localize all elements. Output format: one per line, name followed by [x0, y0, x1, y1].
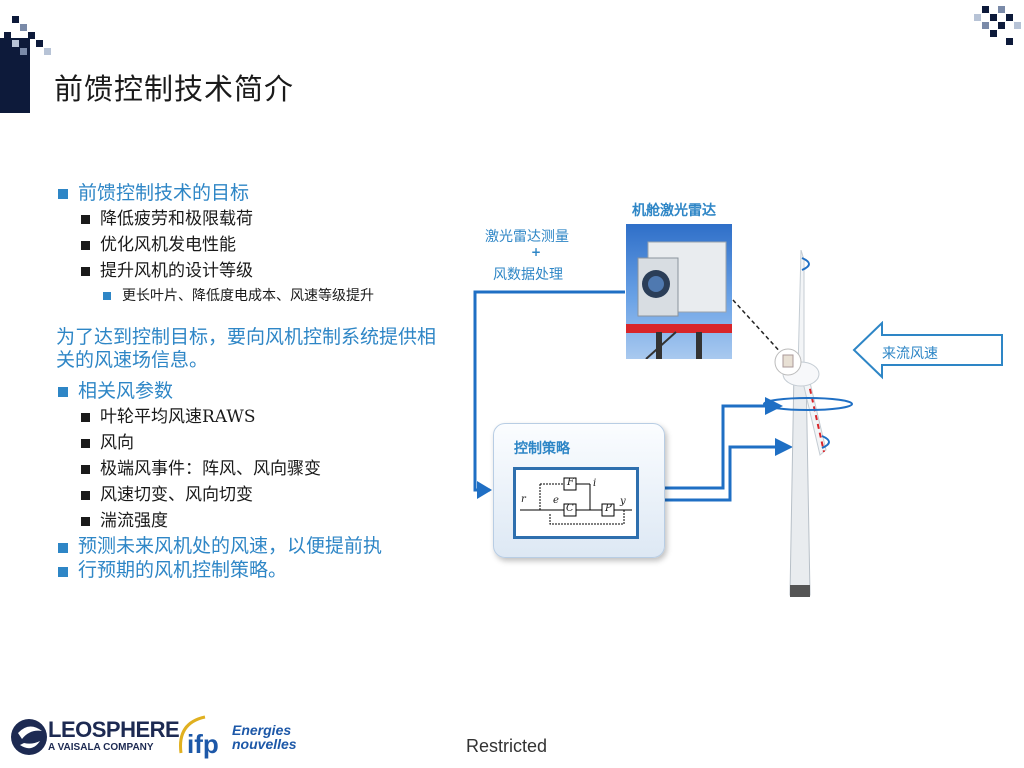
ifp-name-line2: nouvelles: [232, 736, 297, 752]
lidar-pointer-line: [732, 299, 784, 356]
measure-label-plus: +: [531, 245, 542, 259]
param-item: 湍流强度: [56, 508, 476, 534]
goal-item: 提升风机的设计等级: [56, 258, 476, 284]
lidar-device-icon: [782, 354, 794, 368]
lidar-photo: [626, 224, 732, 359]
measure-label-line1: 激光雷达测量: [485, 229, 569, 245]
page-title: 前馈控制技术简介: [54, 72, 295, 106]
svg-text:ifp: ifp: [187, 729, 219, 759]
turbine-tower: [789, 369, 811, 596]
output-line-lower: [664, 445, 778, 502]
block-p-label: P: [605, 503, 612, 514]
goal-item: 降低疲劳和极限载荷: [56, 206, 476, 232]
blade-red-marks: [807, 379, 825, 453]
leosphere-name: LEOSPHERE: [48, 717, 180, 742]
param-item: 风向: [56, 430, 476, 456]
control-strategy-box: 控制策略 F C P r e i y: [493, 423, 665, 558]
signal-r-label: r: [521, 494, 526, 505]
block-c-label: C: [566, 503, 574, 514]
pixel-mosaic-right: [974, 6, 1022, 54]
wind-arrow-shape: [852, 321, 1003, 380]
goal-subitem: 更长叶片、降低度电成本、风速等级提升: [56, 284, 476, 308]
ifp-logo-icon: ifp: [179, 715, 219, 759]
pitch-rotation-icon: [821, 435, 830, 449]
goal-item: 优化风机发电性能: [56, 232, 476, 258]
goal-heading: 前馈控制技术的目标: [56, 180, 476, 206]
inflow-label: 来流风速: [882, 346, 938, 362]
control-block-diagram: F C P r e i y: [513, 467, 639, 539]
rotor-rotation-icon: [763, 397, 853, 411]
wind-turbine-illustration: [763, 250, 853, 597]
inflow-wind-arrow: [852, 321, 1003, 380]
signal-y-label: y: [620, 496, 626, 507]
feed-arrowhead: [477, 481, 492, 499]
turbine-base: [790, 585, 810, 597]
block-diagram-lines: [520, 477, 632, 525]
control-title: 控制策略: [514, 441, 570, 457]
bullet-list: 前馈控制技术的目标 降低疲劳和极限载荷 优化风机发电性能 提升风机的设计等级 更…: [56, 180, 476, 582]
params-heading: 相关风参数: [56, 378, 476, 404]
leosphere-logo-icon: [11, 719, 47, 755]
predict-line: 预测未来风机处的风速，以便提前执: [56, 534, 476, 558]
ifp-name-line1: Energies: [232, 722, 292, 738]
param-item: 极端风事件：阵风、风向骤变: [56, 456, 476, 482]
signal-i-label: i: [593, 478, 597, 489]
block-f-label: F: [567, 477, 574, 488]
predict-line-cont: 行预期的风机控制策略。: [56, 558, 476, 582]
param-item: 风速切变、风向切变: [56, 482, 476, 508]
lidar-device-illustration: [626, 241, 732, 359]
output-line-upper: [664, 404, 768, 490]
turbine-blade-top: [797, 250, 805, 371]
leosphere-subtitle: A VAISALA COMPANY: [48, 742, 154, 753]
lidar-title: 机舱激光雷达: [632, 203, 716, 219]
restricted-label: Restricted: [466, 736, 548, 756]
output-arrowhead-lower: [775, 438, 793, 456]
yaw-rotation-icon: [801, 257, 810, 271]
pixel-mosaic-left: [4, 16, 52, 64]
info-paragraph: 为了达到控制目标，要向风机控制系统提供相关的风速场信息。: [56, 326, 437, 371]
param-item: 叶轮平均风速RAWS: [56, 404, 476, 430]
signal-e-label: e: [553, 495, 559, 506]
measure-label-line2: 风数据处理: [493, 267, 563, 283]
